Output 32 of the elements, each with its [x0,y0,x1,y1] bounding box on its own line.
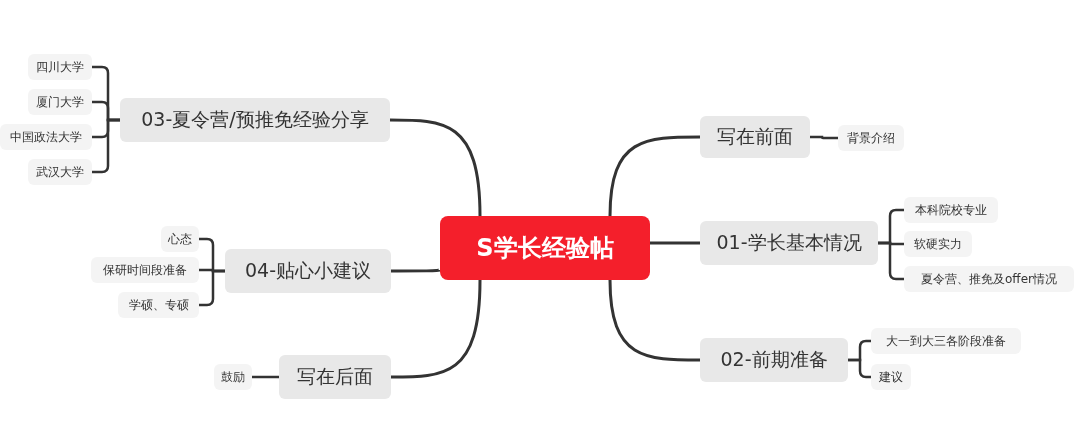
subtopic-box: 中国政法大学 [0,124,92,150]
subtopic-box: 本科院校专业 [904,197,998,223]
subtopic-box: 心态 [161,226,199,252]
connector-line [608,279,700,362]
topic-box: 03-夏令营/预推免经验分享 [120,98,390,142]
subtopic-box: 武汉大学 [28,159,92,185]
subtopic-box: 四川大学 [28,54,92,80]
subtopic-box: 建议 [871,364,911,390]
connector-line [391,268,441,273]
connector-line [252,375,279,379]
subtopic-box: 背景介绍 [838,125,904,151]
connector-line [390,118,482,217]
connector-line [608,135,700,217]
topic-box: 写在前面 [700,116,810,158]
connector-line [848,358,871,379]
subtopic-box: 夏令营、推免及offer情况 [904,266,1074,292]
subtopic-box: 厦门大学 [28,89,92,115]
topic-box: 01-学长基本情况 [700,221,878,265]
subtopic-box: 鼓励 [214,364,252,390]
connector-line [878,241,904,281]
subtopic-box: 学硕、专硕 [118,292,199,318]
connector-line [650,241,700,245]
subtopic-box: 大一到大三各阶段准备 [871,328,1021,354]
connector-line [810,135,838,140]
connector-line [199,269,225,307]
topic-box: 写在后面 [279,355,391,399]
subtopic-box: 软硬实力 [904,231,972,257]
topic-box: 04-贴心小建议 [225,249,391,293]
subtopic-box: 保研时间段准备 [91,257,199,283]
topic-box: 02-前期准备 [700,338,848,382]
central-topic-box: S学长经验帖 [440,216,650,280]
connector-line [391,279,482,379]
